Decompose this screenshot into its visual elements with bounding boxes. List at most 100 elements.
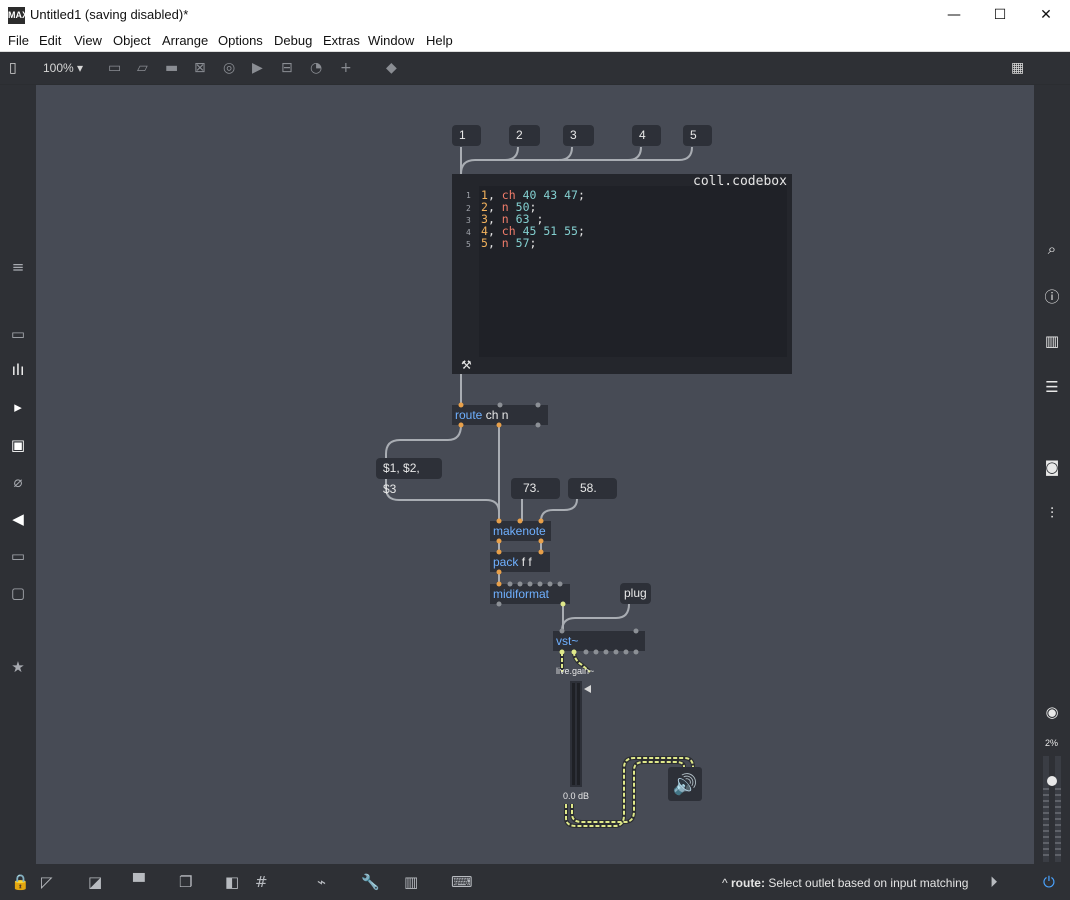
code-terminator: ;: [529, 212, 544, 226]
code-symbol: n: [501, 236, 509, 250]
minimize-button[interactable]: —: [947, 7, 961, 23]
gain-pointer[interactable]: [584, 685, 591, 693]
sidebar-toggle-icon[interactable]: ▯: [9, 60, 17, 76]
play-object-icon[interactable]: ▶: [252, 60, 263, 76]
code-line: 3, n 63 ;: [481, 212, 544, 226]
midiformat-keyword: midiformat: [493, 587, 550, 601]
speech-bubble-icon[interactable]: ▬: [165, 60, 179, 76]
status-caret: ^: [722, 876, 728, 890]
window-title: Untitled1 (saving disabled)*: [30, 7, 189, 22]
route-object[interactable]: route ch n: [452, 405, 548, 425]
code-values: 63: [515, 212, 530, 226]
message-box[interactable]: 4: [632, 125, 661, 146]
grid-view-icon[interactable]: ▦: [1011, 60, 1025, 76]
media-icon[interactable]: ▸: [14, 398, 22, 416]
menu-debug[interactable]: Debug: [274, 33, 313, 48]
volume-meter[interactable]: [1040, 754, 1064, 864]
zoom-menu[interactable]: 100% ▾: [43, 61, 84, 75]
message-box[interactable]: 1: [452, 125, 481, 146]
reference-book-icon[interactable]: ▥: [1044, 332, 1060, 350]
menu-object[interactable]: Object: [113, 33, 151, 48]
star-icon[interactable]: ★: [11, 658, 25, 676]
code-values: 50: [515, 200, 530, 214]
menu-lines-icon[interactable]: ≡: [11, 258, 25, 276]
message-box[interactable]: 3: [563, 125, 594, 146]
message-box[interactable]: plug: [620, 583, 651, 604]
paint-bucket-icon[interactable]: ◆: [386, 60, 397, 76]
hide-icon[interactable]: ◧: [225, 873, 240, 891]
message-box[interactable]: 2: [509, 125, 540, 146]
snap-icon[interactable]: ⌁: [317, 873, 327, 891]
midiformat-object[interactable]: midiformat: [490, 584, 570, 604]
code-values: 57: [515, 236, 530, 250]
code-index: 5: [481, 236, 488, 250]
presentation-mode-icon[interactable]: ◸: [41, 873, 53, 891]
hammer-icon[interactable]: ⚒: [461, 358, 472, 372]
code-terminator: ;: [577, 224, 585, 238]
presentation-object-icon[interactable]: ▭: [108, 60, 122, 76]
add-object-icon[interactable]: +: [340, 60, 352, 76]
bottom-toolbar: [0, 864, 1070, 900]
menu-arrange[interactable]: Arrange: [162, 33, 209, 48]
code-terminator: ;: [577, 188, 585, 202]
message-box[interactable]: $1, $2, $3: [376, 458, 442, 496]
maximize-button[interactable]: ☐: [993, 7, 1007, 23]
frame-icon[interactable]: ▢: [10, 584, 26, 602]
code-line: 5, n 57;: [481, 236, 537, 250]
number-box[interactable]: 58.: [568, 478, 617, 499]
mixer-icon[interactable]: ⫶: [1050, 504, 1054, 522]
paperclip-icon[interactable]: ⌀: [13, 473, 23, 491]
plug-icon[interactable]: ◀: [12, 510, 24, 528]
wrench-icon[interactable]: 🔧: [361, 873, 380, 891]
lock-icon[interactable]: 🔒: [11, 873, 30, 891]
menu-file[interactable]: File: [8, 33, 29, 48]
menu-options[interactable]: Options: [218, 33, 263, 48]
live-gain-slider[interactable]: [566, 679, 596, 789]
speaker-icon[interactable]: 🔊: [668, 767, 702, 801]
code-values: 45 51 55: [522, 224, 578, 238]
menu-view[interactable]: View: [74, 33, 102, 48]
pack-object[interactable]: pack f f: [490, 552, 550, 572]
windows-icon[interactable]: ❐: [179, 873, 193, 891]
close-button[interactable]: ✕: [1040, 7, 1052, 23]
presentation-screen-icon[interactable]: ▀: [133, 873, 145, 891]
image-icon[interactable]: ▣: [10, 436, 26, 454]
search-icon[interactable]: ⌕: [1047, 240, 1057, 258]
code-terminator: ;: [529, 200, 537, 214]
comment-object-icon[interactable]: ▱: [137, 60, 148, 76]
piano-icon[interactable]: ▥: [404, 873, 419, 891]
slider-object-icon[interactable]: ⊟: [281, 60, 293, 76]
message-box[interactable]: 5: [683, 125, 712, 146]
keyboard-icon[interactable]: ▭: [10, 325, 26, 343]
vst-keyword: vst~: [556, 634, 579, 648]
vst-object[interactable]: vst~: [553, 631, 645, 651]
audio-waveform-icon[interactable]: ılı: [11, 361, 25, 379]
button-object-icon[interactable]: ◎: [223, 60, 236, 76]
grid-icon[interactable]: #: [255, 873, 268, 891]
live-gain-value: 0.0 dB: [563, 791, 590, 801]
snapshot-camera-icon[interactable]: ◙: [1044, 458, 1060, 476]
keyboard-icon[interactable]: ⌨: [451, 873, 473, 891]
dial-object-icon[interactable]: ◔: [310, 60, 323, 76]
toggle-object-icon[interactable]: ⊠: [194, 60, 206, 76]
dsp-power-icon[interactable]: ⏻: [1043, 873, 1055, 891]
info-icon[interactable]: ⓘ: [1044, 288, 1060, 306]
volume-knob[interactable]: [1047, 776, 1057, 786]
number-box[interactable]: 73.: [511, 478, 560, 499]
code-editor[interactable]: [479, 186, 787, 357]
live-gain-label: live.gain~: [556, 666, 595, 676]
code-symbol: ch: [501, 224, 516, 238]
list-icon[interactable]: ☰: [1045, 378, 1059, 396]
menu-edit[interactable]: Edit: [39, 33, 62, 48]
menu-window[interactable]: Window: [368, 33, 415, 48]
menu-help[interactable]: Help: [426, 33, 453, 48]
codebox-title: coll.codebox: [693, 174, 787, 189]
patcher-toolbar: ▯ 100% ▾ ▭ ▱ ▬ ⊠ ◎ ▶ ⊟ ◔ + ◆ ▦: [0, 52, 1070, 84]
battery-icon[interactable]: ▭: [10, 547, 26, 565]
cd-icon[interactable]: ◉: [1045, 703, 1059, 721]
new-view-icon[interactable]: ◪: [88, 873, 103, 891]
transport-icon[interactable]: ⏵: [990, 873, 998, 891]
makenote-object[interactable]: makenote: [490, 521, 551, 541]
status-object: route:: [730, 876, 765, 890]
menu-extras[interactable]: Extras: [323, 33, 360, 48]
